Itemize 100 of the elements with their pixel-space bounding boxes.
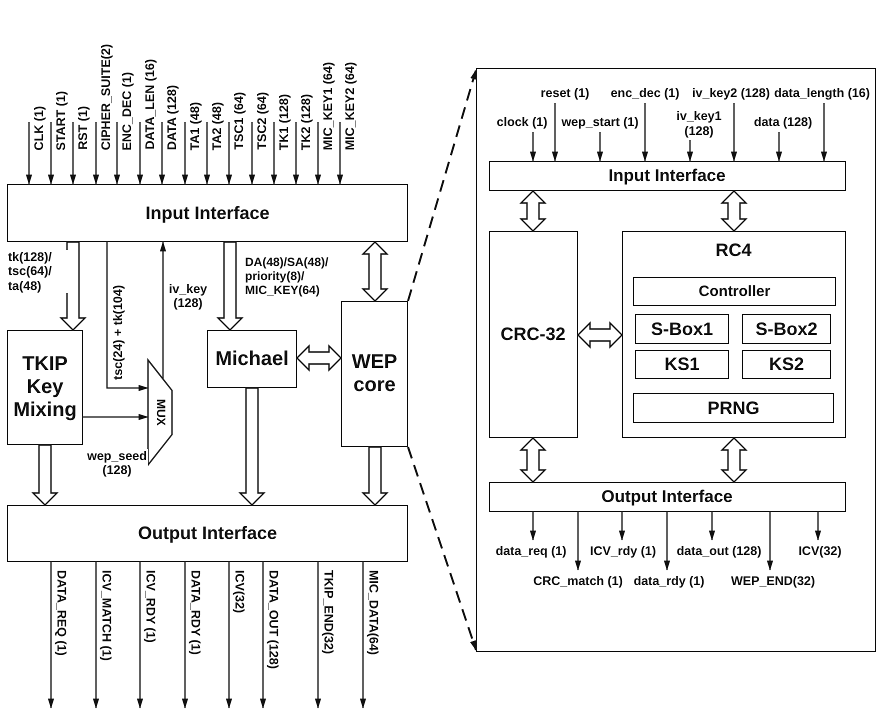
edge-label: tsc(24) + tk(104) [111,285,126,380]
signal-arrow [260,562,266,709]
block-arrow [361,241,389,302]
module-box [488,230,578,438]
signal-arrow [226,122,232,185]
signal-arrow [106,242,149,392]
block-arrow [577,321,623,349]
module-label: RC4 [715,240,752,260]
signal-arrow [26,122,32,185]
module-label: Michael [215,348,289,370]
edge-label: data_length (16) [774,86,870,100]
signal-arrow [708,512,716,541]
module-box [622,230,846,438]
edge-label: enc_dec (1) [610,86,680,100]
edge-label: ENC_DEC (1) [120,72,134,150]
signal-arrow [314,562,322,709]
edge-label: data_out (128) [676,544,762,558]
edge-label: iv_key2 (128) [692,86,770,100]
edge-label: START (1) [54,90,68,150]
signal-arrow [270,122,278,185]
signal-arrow [766,512,774,571]
edge-label: TSC1 (64) [232,92,246,150]
signal-arrow [664,512,670,571]
module-box [633,277,836,306]
edge-label: CIPHER_SUITE(2) [99,44,114,150]
module-box [488,160,846,190]
edge-label: TSC2 (64) [255,92,270,150]
module-box [7,505,408,562]
signal-arrow [182,562,188,709]
edge-label: CRC_match (1) [533,574,623,588]
module-label: WEP core [350,351,398,397]
signal-arrow [642,103,648,162]
signal-arrow [204,122,210,185]
edge-label: ICV(32) [232,570,246,614]
module-label: KS2 [768,354,804,375]
signal-arrow [158,122,166,185]
module-box [742,350,831,379]
zoom-panel [476,68,876,652]
module-label: Input Interface [145,202,270,224]
edge-label: ICV_rdy (1) [590,544,656,558]
module-label: S-Box1 [650,318,713,340]
module-box [633,393,834,423]
signal-arrow [292,122,300,185]
signal-arrow [114,122,120,185]
signal-arrow [776,132,782,162]
block-arrow [720,437,748,483]
edge-label: TK2 (128) [299,94,314,150]
module-label: Output Interface [138,523,277,544]
signal-arrow [136,122,144,185]
signal-arrow [820,103,828,162]
module-box [742,314,831,344]
module-label: Input Interface [608,166,726,186]
signal-arrow [160,241,166,379]
signal-arrow [618,512,626,541]
module-box [7,330,83,445]
edge-label: WEP_END(32) [730,574,816,588]
module-label: TKIP Key Mixing [12,353,78,422]
edge-label: TKIP_END(32) [321,570,336,654]
edge-label: DATA_RDY (1) [188,570,202,655]
edge-label: data_rdy (1) [634,574,704,588]
module-label: Output Interface [601,486,733,506]
signal-arrow [83,414,149,420]
dashed-arrow [407,446,477,651]
module-label: MUX [153,399,167,426]
edge-label: wep_start (1) [561,114,639,129]
module-box [341,301,408,447]
signal-arrow [336,122,344,185]
signal-arrow [314,122,322,185]
dashed-arrow [407,69,477,302]
edge-label: ICV(32) [798,544,842,558]
module-box [635,350,729,379]
edge-label: data (128) [754,114,812,129]
signal-arrow [596,132,604,162]
module-box [488,482,846,512]
module-box [635,314,729,344]
edge-label: DATA (128) [165,84,180,150]
block-arrow [296,344,342,372]
block-arrow [216,241,244,331]
mux-block [148,360,172,465]
block-arrow [31,444,59,506]
edge-label: MIC_DATA(64) [366,570,380,655]
edge-label: DATA_REQ (1) [54,570,68,656]
signal-arrow [136,562,144,709]
signal-arrow [70,122,76,185]
edge-label: TA1 (48) [188,102,202,150]
block-arrow [238,387,266,506]
signal-arrow [730,103,738,162]
edge-label: reset (1) [540,86,590,100]
signal-arrow [248,122,256,185]
signal-arrow [360,562,366,709]
signal-arrow [814,512,822,541]
signal-arrow [48,562,54,709]
module-label: CRC-32 [500,324,566,344]
edge-label: DATA_LEN (16) [143,59,158,150]
module-box [207,330,297,388]
edge-label: data_req (1) [496,544,566,558]
signal-arrow [686,140,694,162]
block-arrow [361,446,389,506]
signal-arrow [574,512,582,571]
edge-label: MIC_KEY1 (64) [321,62,336,150]
